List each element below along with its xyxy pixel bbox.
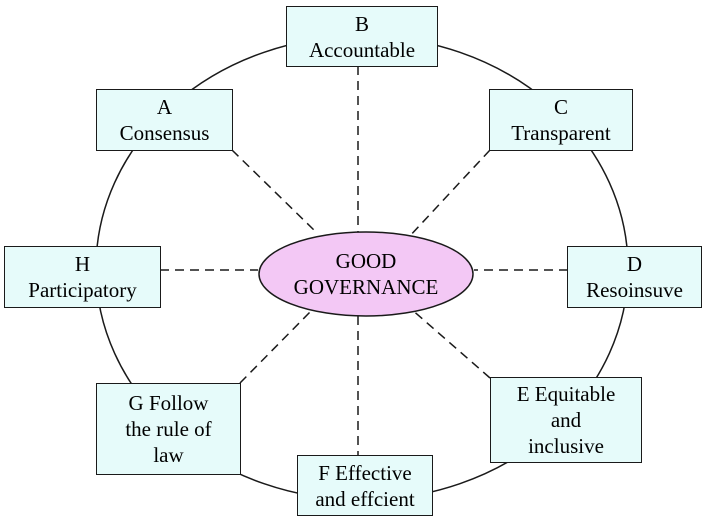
node-e-line-1: E Equitable (516, 382, 616, 406)
node-h-line-1: H (74, 252, 91, 276)
node-g-line-1: G Follow (128, 391, 209, 415)
node-b-accountable: B Accountable (286, 6, 438, 67)
connector-c (407, 149, 491, 239)
node-f-line-2: and effcient (315, 486, 415, 511)
node-f-line-1: F Effective (318, 460, 412, 485)
node-d-line-1: D (626, 252, 643, 276)
node-h-line-2: Participatory (28, 278, 137, 302)
center-label: GOOD GOVERNANCE (258, 232, 474, 316)
node-b-line-2: Accountable (308, 37, 416, 62)
node-b-line-1: B (354, 11, 369, 36)
node-d-line-2: Resoinsuve (586, 278, 683, 302)
center-ellipse (258, 231, 474, 317)
node-a-line-2: Consensus (119, 121, 210, 145)
node-e-equitable: E Equitable and inclusive (490, 377, 642, 463)
node-d-resoinsuve: D Resoinsuve (567, 246, 702, 308)
node-c-transparent: C Transparent (489, 89, 633, 151)
node-g-line-3: law (153, 443, 184, 467)
connector-a (231, 149, 317, 233)
connector-g (239, 309, 313, 384)
node-c-line-1: C (553, 95, 568, 119)
center-line-1: GOOD (335, 249, 397, 273)
node-g-rule-of-law: G Follow the rule of law (96, 383, 241, 475)
node-e-line-2: and (550, 408, 582, 432)
node-a-line-1: A (156, 95, 173, 119)
node-g-line-2: the rule of (125, 417, 212, 441)
node-c-line-2: Transparent (511, 121, 611, 145)
node-a-consensus: A Consensus (96, 89, 233, 151)
node-e-line-3: inclusive (528, 434, 604, 458)
node-f-effective: F Effective and effcient (297, 455, 433, 516)
node-h-participatory: H Participatory (4, 246, 161, 308)
center-line-2: GOVERNANCE (293, 275, 439, 299)
connector-e (409, 307, 491, 379)
